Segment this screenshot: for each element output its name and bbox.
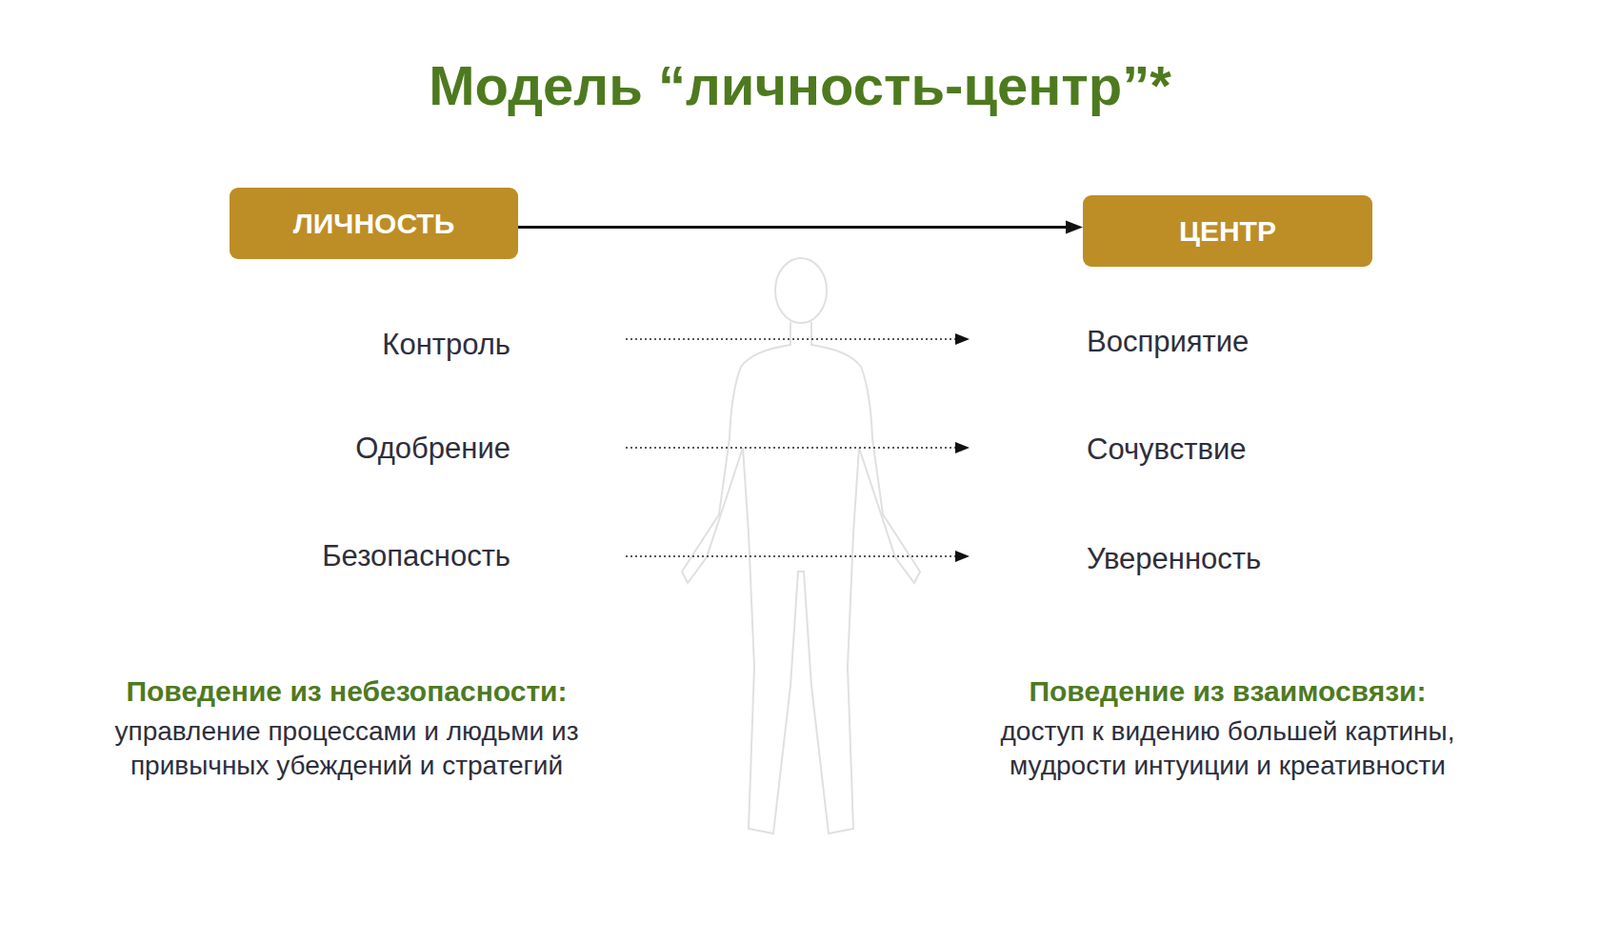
box-label: ЦЕНТР — [1179, 215, 1277, 248]
section-heading: Поведение из взаимосвязи: — [922, 672, 1533, 710]
section-text: доступ к видению большей картины, мудрос… — [941, 714, 1514, 784]
state-label: Сочувствие — [1086, 430, 1246, 469]
dotted-arrowheads — [955, 333, 970, 562]
heading-box: ЛИЧНОСТЬ — [229, 187, 519, 260]
state-label: Восприятие — [1086, 322, 1249, 361]
box-label: ЛИЧНОСТЬ — [293, 207, 456, 240]
connector-arrow — [518, 220, 1083, 235]
dotted-arrows — [625, 339, 958, 557]
human-silhouette — [681, 258, 920, 834]
state-label: Одобрение — [355, 429, 511, 468]
state-label: Безопасность — [321, 537, 511, 576]
title: Модель “личность-центр”* — [0, 53, 1600, 118]
state-label: Контроль — [381, 325, 511, 364]
section-text: управление процессами и людьми из привыч… — [51, 714, 642, 784]
section-heading: Поведение из небезопасности: — [41, 672, 652, 710]
heading-box: ЦЕНТР — [1082, 195, 1373, 267]
state-label: Уверенность — [1086, 540, 1261, 579]
